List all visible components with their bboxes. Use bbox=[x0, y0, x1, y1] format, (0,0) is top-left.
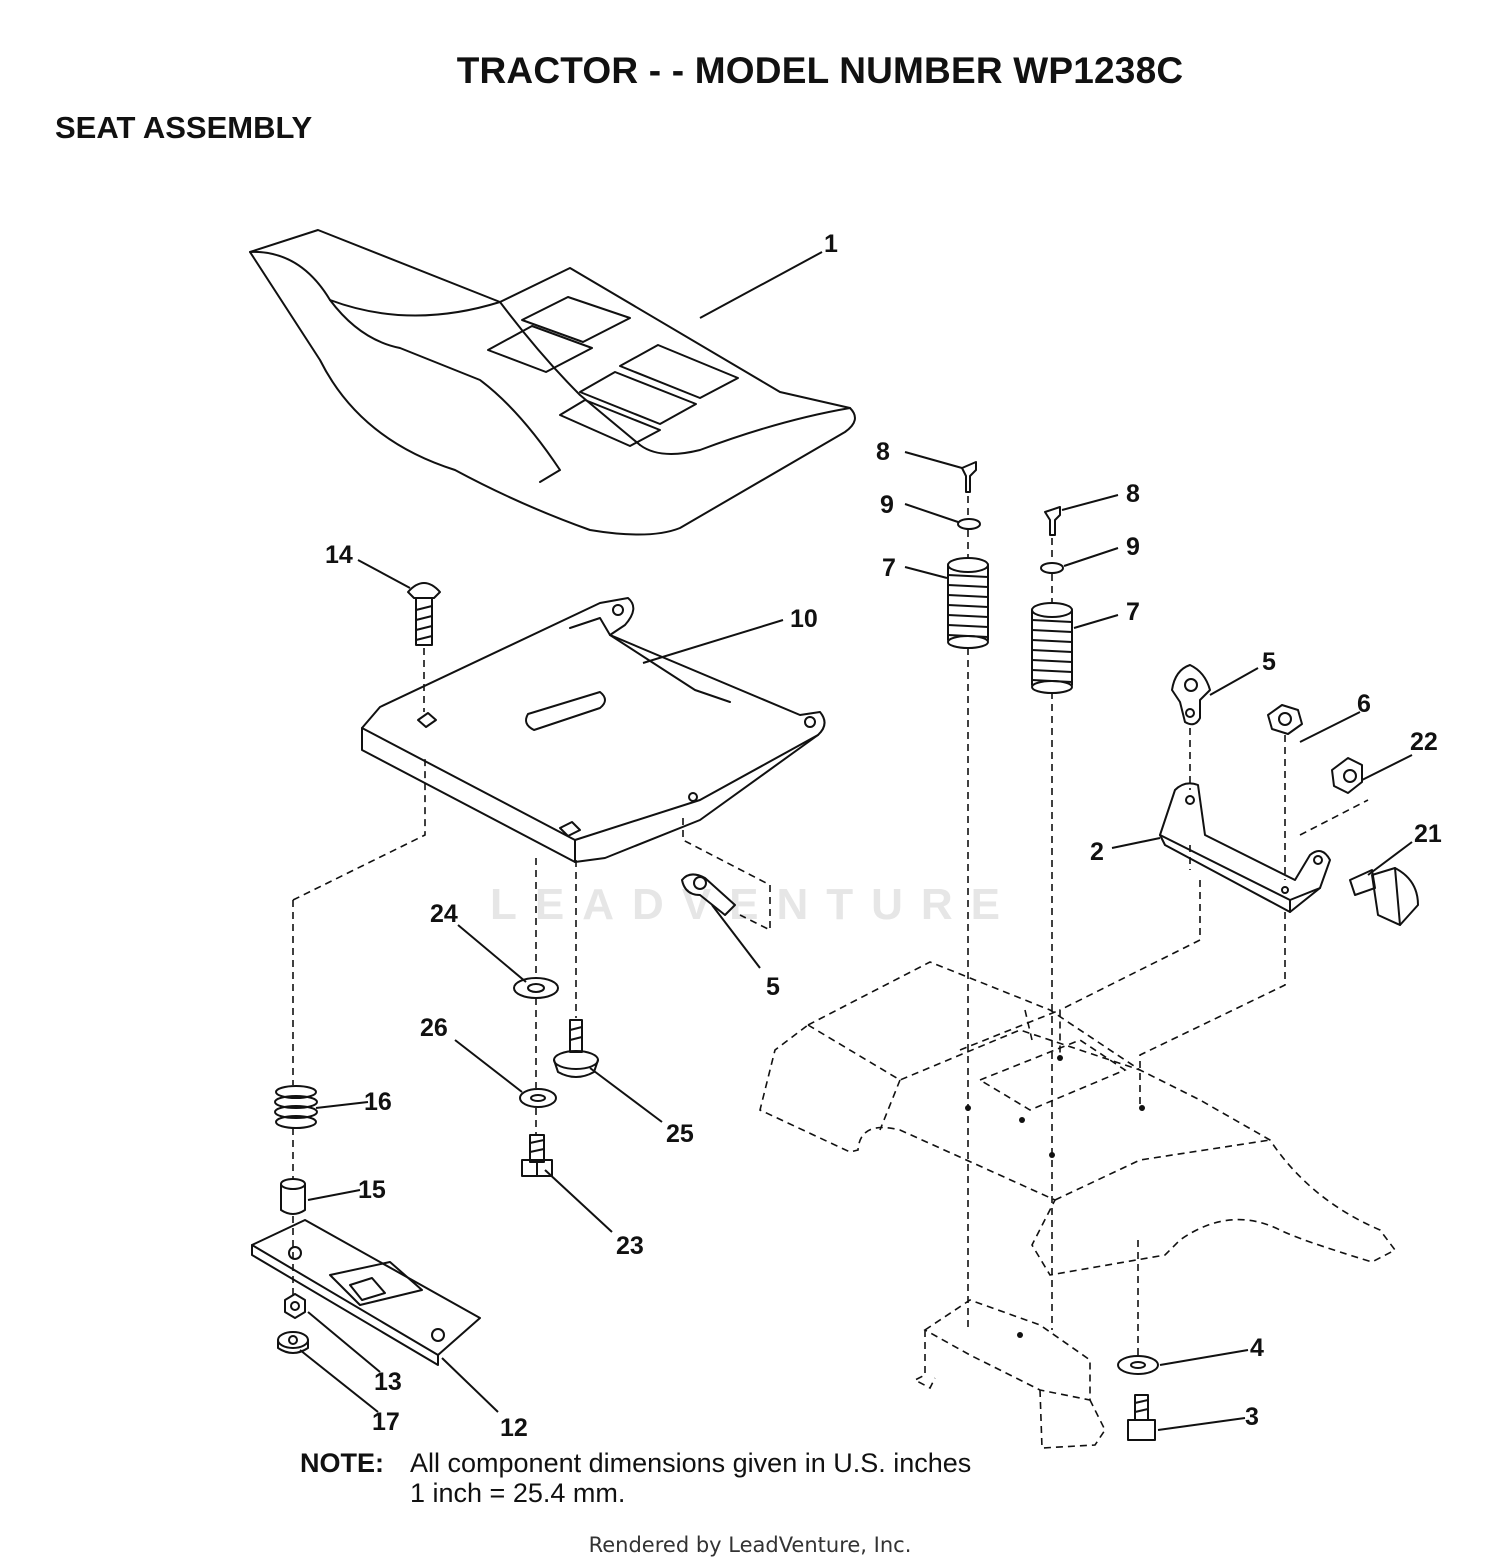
callout-1: 1 bbox=[824, 230, 838, 258]
callout-17: 17 bbox=[372, 1408, 400, 1436]
pin-8-right bbox=[1044, 506, 1061, 536]
callout-7-right: 7 bbox=[1126, 598, 1140, 626]
note-line-1: All component dimensions given in U.S. i… bbox=[410, 1448, 972, 1478]
callout-3: 3 bbox=[1245, 1403, 1259, 1431]
callout-25: 25 bbox=[666, 1120, 694, 1148]
callout-7-left: 7 bbox=[882, 554, 896, 582]
tractor-frame-outline bbox=[292, 496, 1397, 1449]
callout-8-left: 8 bbox=[876, 438, 890, 466]
callout-9-right: 9 bbox=[1126, 533, 1140, 561]
callout-16: 16 bbox=[364, 1088, 392, 1116]
hex-bolt-3 bbox=[1127, 1394, 1156, 1441]
seat-spring-7-left bbox=[947, 557, 989, 649]
footer-credit: Rendered by LeadVenture, Inc. bbox=[588, 1533, 912, 1557]
seat-part bbox=[249, 229, 856, 536]
callout-5-lower: 5 bbox=[766, 973, 780, 1001]
seat-spring-7-right bbox=[1031, 602, 1073, 694]
callout-5-upper: 5 bbox=[1262, 648, 1276, 676]
spacer-15 bbox=[280, 1178, 306, 1215]
washer-9-right bbox=[1040, 562, 1064, 574]
callout-22: 22 bbox=[1410, 728, 1438, 756]
callout-8-right: 8 bbox=[1126, 480, 1140, 508]
callout-13: 13 bbox=[374, 1368, 402, 1396]
spring-16 bbox=[274, 1085, 318, 1129]
callout-numbers: 1 8 9 7 8 9 7 10 14 5 6 22 21 2 5 24 26 … bbox=[325, 230, 1442, 1442]
callout-21: 21 bbox=[1414, 820, 1442, 848]
note-label: NOTE: bbox=[300, 1448, 384, 1478]
leader-lines bbox=[299, 251, 1413, 1431]
seat-bracket-2 bbox=[1159, 782, 1331, 913]
section-title: SEAT ASSEMBLY bbox=[55, 110, 313, 145]
callout-10: 10 bbox=[790, 605, 818, 633]
hex-nut-6 bbox=[1267, 704, 1303, 735]
page-title: TRACTOR - - MODEL NUMBER WP1238C bbox=[456, 50, 1184, 91]
pin-8-left bbox=[961, 461, 977, 493]
watermark-text: LEADVENTURE bbox=[490, 880, 1019, 929]
callout-4: 4 bbox=[1250, 1334, 1264, 1362]
hex-bolt-23 bbox=[521, 1134, 553, 1177]
callout-9-left: 9 bbox=[880, 491, 894, 519]
callout-6: 6 bbox=[1357, 690, 1371, 718]
callout-12: 12 bbox=[500, 1414, 528, 1442]
bushing-22 bbox=[1331, 757, 1363, 794]
washer-24 bbox=[513, 977, 559, 999]
clip-5-lower bbox=[681, 873, 736, 916]
note-text: All component dimensions given in U.S. i… bbox=[410, 1448, 971, 1508]
washer-26 bbox=[519, 1088, 557, 1108]
washer-9-left bbox=[957, 518, 981, 530]
callout-24: 24 bbox=[430, 900, 458, 928]
callout-23: 23 bbox=[616, 1232, 644, 1260]
flange-nut-17 bbox=[277, 1331, 309, 1354]
clip-5-upper bbox=[1171, 664, 1211, 726]
callout-14: 14 bbox=[325, 541, 353, 569]
mounting-plate-12 bbox=[251, 1219, 481, 1366]
callout-26: 26 bbox=[420, 1014, 448, 1042]
washer-4 bbox=[1117, 1355, 1159, 1375]
shoulder-bolt-21 bbox=[1349, 867, 1419, 926]
shoulder-bolt-25 bbox=[553, 1019, 599, 1078]
callout-15: 15 bbox=[358, 1176, 386, 1204]
seat-pan-part bbox=[361, 597, 826, 863]
locknut-13 bbox=[284, 1293, 306, 1319]
note-line-2: 1 inch = 25.4 mm. bbox=[410, 1478, 626, 1508]
callout-2: 2 bbox=[1090, 838, 1104, 866]
carriage-bolt-14 bbox=[407, 582, 441, 646]
dimension-note: NOTE: All component dimensions given in … bbox=[300, 1448, 971, 1508]
